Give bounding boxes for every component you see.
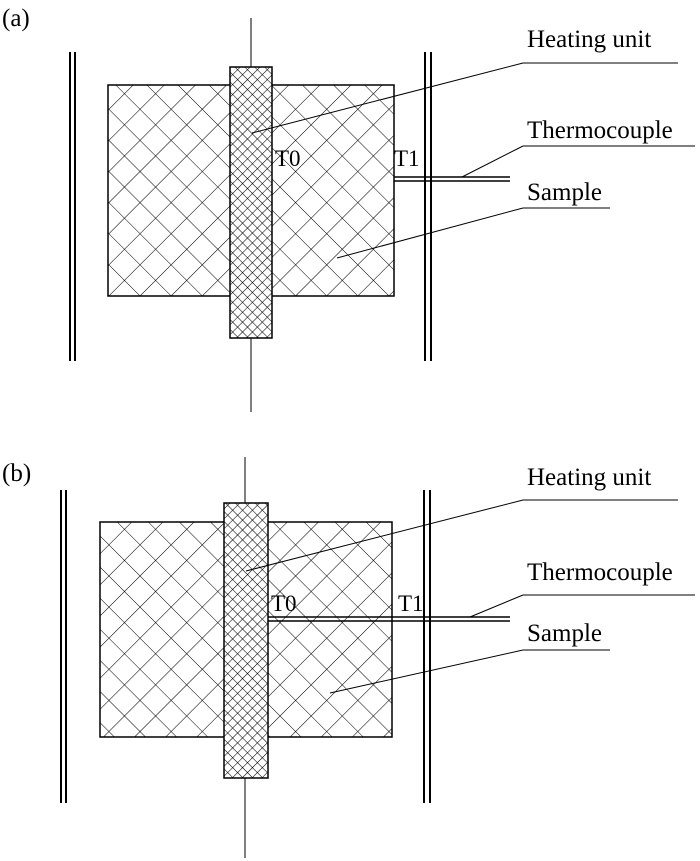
panel-a: (a) T0 T1 Heating unit bbox=[2, 5, 695, 412]
tube-wall-left bbox=[69, 52, 76, 361]
sample-leader bbox=[329, 649, 524, 694]
heating-unit-rod bbox=[229, 66, 273, 339]
t0-label: T0 bbox=[275, 146, 301, 171]
thermocouple-label: Thermocouple bbox=[527, 559, 673, 586]
sample-leader bbox=[336, 207, 524, 259]
sample-label: Sample bbox=[527, 620, 602, 647]
thermocouple-leader bbox=[461, 145, 524, 178]
heating-unit-leader bbox=[251, 62, 524, 134]
heating-unit-label: Heating unit bbox=[527, 26, 651, 53]
heating-unit-leader bbox=[245, 499, 524, 572]
thermocouple-wire bbox=[394, 176, 510, 182]
heating-unit-rod bbox=[223, 502, 269, 779]
panel-label: (a) bbox=[2, 5, 30, 32]
t1-label: T1 bbox=[394, 146, 420, 171]
sample-label: Sample bbox=[527, 179, 602, 206]
tube-wall-right bbox=[423, 490, 431, 803]
t1-label: T1 bbox=[398, 591, 424, 616]
panel-b: (b) T0 T1 Heating unit bbox=[2, 457, 695, 858]
heating-unit-label: Heating unit bbox=[527, 464, 651, 491]
thermocouple-wire bbox=[268, 616, 510, 622]
tube-wall-right bbox=[424, 52, 432, 361]
panel-label: (b) bbox=[2, 460, 31, 487]
thermocouple-leader bbox=[469, 594, 524, 618]
t0-label: T0 bbox=[271, 591, 297, 616]
thermocouple-label: Thermocouple bbox=[527, 117, 673, 144]
tube-wall-left bbox=[60, 490, 67, 803]
